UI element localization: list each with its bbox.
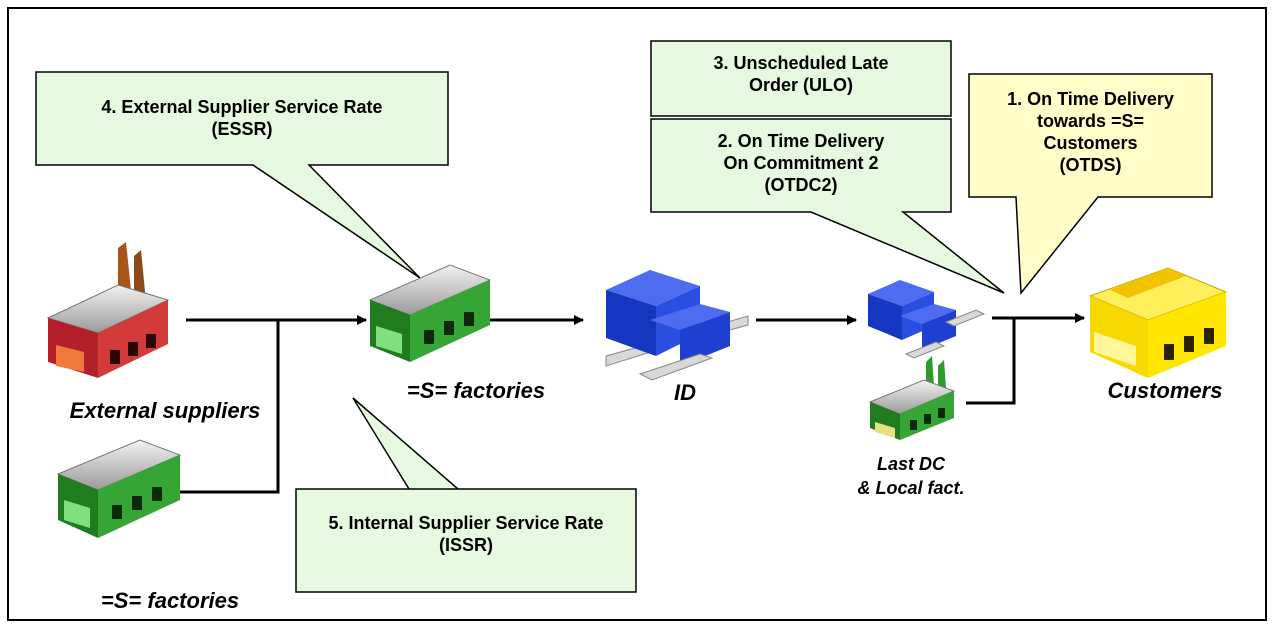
callout-issr-text: 5. Internal Supplier Service Rate (ISSR) (328, 513, 604, 555)
label-customers: Customers (1107, 378, 1223, 403)
s-factory-mid-icon (368, 264, 492, 362)
customers-building-icon (1088, 267, 1228, 378)
callout-otds-shape (968, 73, 1213, 296)
label-s-factories-bottom: =S= factories (100, 588, 240, 613)
label-s-factories-mid: =S= factories (406, 378, 546, 403)
last-dc-warehouse-icon (868, 280, 986, 359)
label-last-dc: Last DC & Local fact. (857, 454, 965, 498)
callout-otdc2-text: 2. On Time Delivery On Commitment 2 (OTD… (717, 131, 885, 195)
flow-arrows (180, 313, 1085, 494)
callout-ulo-text: 3. Unscheduled Late Order (ULO) (713, 53, 889, 95)
callout-issr-shape (295, 397, 637, 593)
callout-ulo-shape (650, 40, 952, 117)
flow-localfact-to-junction (966, 318, 1016, 405)
label-id: ID (674, 380, 696, 405)
s-factory-bottom-icon (56, 439, 182, 538)
external-supplier-factory-icon (46, 242, 170, 378)
label-external-suppliers: External suppliers (69, 398, 261, 423)
diagram-frame (7, 7, 1267, 621)
local-factory-icon (868, 356, 956, 440)
callout-otdc2-shape (650, 118, 1005, 294)
callout-essr-shape (35, 71, 449, 279)
callout-essr-text: 4. External Supplier Service Rate (ESSR) (101, 97, 383, 139)
id-warehouse-icon (605, 270, 749, 381)
callout-otds-text: 1. On Time Delivery towards =S= Customer… (1007, 89, 1174, 175)
flow-sfactory-to-junction (180, 320, 280, 494)
